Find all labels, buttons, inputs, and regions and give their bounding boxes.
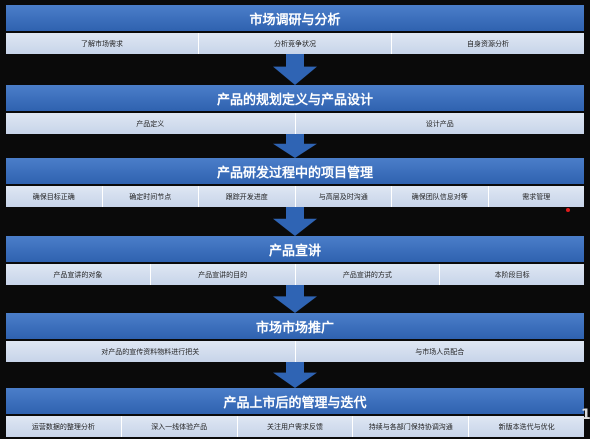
stage-header: 市场调研与分析 [6,5,584,31]
stage-item: 自身资源分析 [392,33,584,54]
stage-item: 与市场人员配合 [295,341,584,362]
stage-item-row: 了解市场需求分析竞争状况自身资源分析 [6,33,584,54]
stage-item: 运营数据的整理分析 [6,416,122,437]
stage-item: 深入一线体验产品 [121,416,238,437]
stage-item: 确保团队信息对等 [392,186,489,207]
stage-item: 新版本迭代与优化 [469,416,584,437]
stage-item-row: 运营数据的整理分析深入一线体验产品关注用户需求反馈持续与各部门保持协调沟通新版本… [6,416,584,437]
stage-item-row: 确保目标正确确定时间节点跟踪开发进度与高层及时沟通确保团队信息对等需求管理 [6,186,584,207]
stage-header: 产品的规划定义与产品设计 [6,85,584,111]
page-number: 1 [581,407,590,423]
stage-item: 关注用户需求反馈 [237,416,354,437]
stage-item-row: 产品定义设计产品 [6,113,584,134]
red-dot-marker [566,208,570,212]
down-arrow-shape [273,285,317,313]
down-arrow-icon [273,362,317,388]
stage-item: 与高层及时沟通 [295,186,392,207]
stage-item: 确保目标正确 [6,186,103,207]
down-arrow-shape [273,207,317,236]
stage-item: 产品宣讲的方式 [295,264,441,285]
down-arrow-shape [273,54,317,85]
down-arrow-icon [273,134,317,158]
stage-header: 产品宣讲 [6,236,584,262]
stage-header: 产品上市后的管理与迭代 [6,388,584,414]
stage-header: 产品研发过程中的项目管理 [6,158,584,184]
stage-item: 需求管理 [488,186,584,207]
stage-header: 市场市场推广 [6,313,584,339]
stage-item: 设计产品 [295,113,584,134]
stage-item: 确定时间节点 [102,186,199,207]
stage-item: 产品宣讲的对象 [6,264,151,285]
stage-item: 本阶段目标 [440,264,584,285]
down-arrow-shape [273,134,317,158]
down-arrow-icon [273,207,317,236]
stage-item: 跟踪开发进度 [199,186,296,207]
stage-item: 持续与各部门保持协调沟通 [353,416,470,437]
stage-item-row: 对产品的宣传资料物料进行把关与市场人员配合 [6,341,584,362]
stage-item: 分析竞争状况 [199,33,392,54]
down-arrow-shape [273,362,317,388]
stage-item-row: 产品宣讲的对象产品宣讲的目的产品宣讲的方式本阶段目标 [6,264,584,285]
down-arrow-icon [273,285,317,313]
stage-item: 产品定义 [6,113,296,134]
down-arrow-icon [273,54,317,85]
stage-item: 了解市场需求 [6,33,199,54]
stage-item: 对产品的宣传资料物料进行把关 [6,341,296,362]
stage-item: 产品宣讲的目的 [150,264,296,285]
